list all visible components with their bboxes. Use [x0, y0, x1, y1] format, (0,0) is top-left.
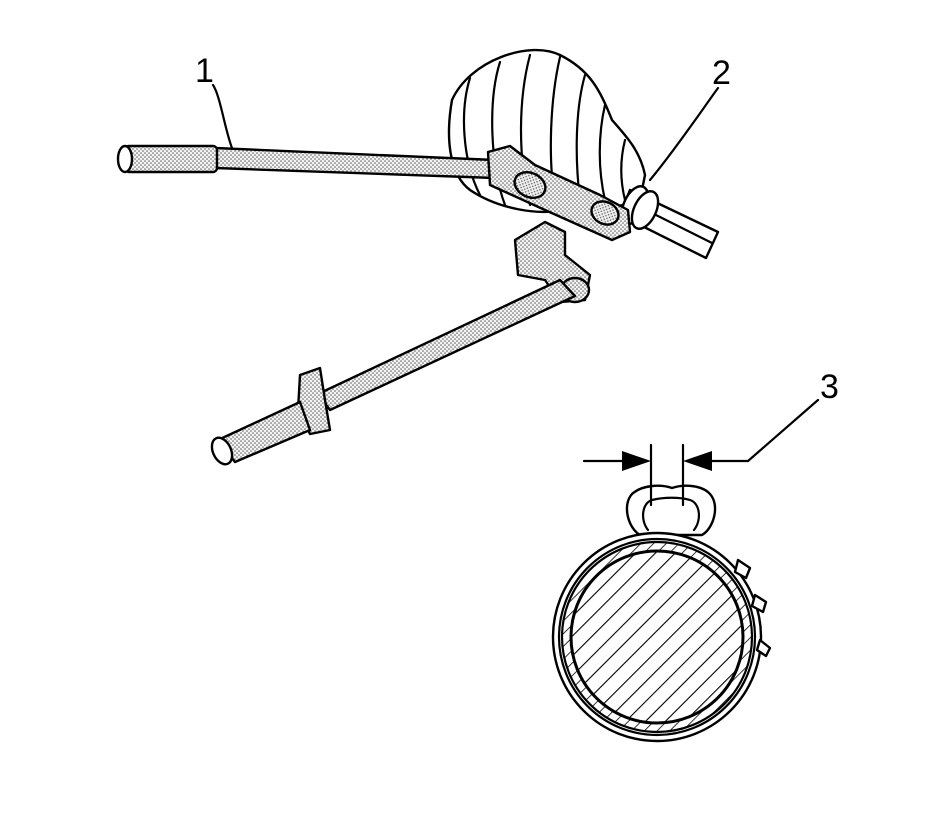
leader-line-3 [746, 398, 820, 463]
upper-handle [116, 144, 497, 180]
callout-2: 2 [712, 54, 731, 92]
leader-lines [211, 83, 820, 463]
jaw-assembly [486, 144, 632, 304]
leader-line-1 [211, 83, 234, 150]
clamp-cross-section [551, 443, 772, 743]
callout-3: 3 [820, 368, 839, 406]
lower-handle [210, 278, 577, 466]
leader-line-2 [648, 86, 720, 182]
callout-1: 1 [195, 52, 214, 90]
